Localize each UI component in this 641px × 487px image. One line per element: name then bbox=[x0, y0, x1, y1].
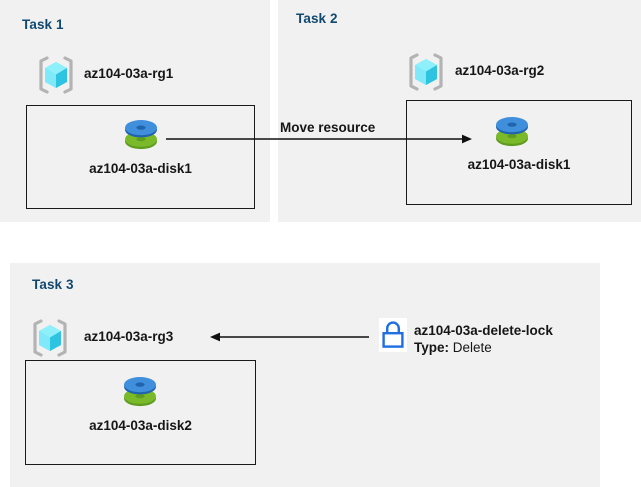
resource-group-icon bbox=[36, 55, 76, 95]
managed-disk-icon bbox=[490, 110, 534, 154]
move-resource-arrow-label: Move resource bbox=[280, 120, 376, 135]
panel-task-2 bbox=[278, 0, 641, 222]
resource-label: az104-03a-disk2 bbox=[89, 418, 192, 433]
managed-disk-icon bbox=[118, 370, 162, 414]
resource-group-boundary-task-1 bbox=[26, 105, 255, 209]
delete-lock-info: az104-03a-delete-lock Type: Delete bbox=[414, 322, 624, 356]
panel-title-task-2: Task 2 bbox=[296, 11, 338, 26]
delete-lock-name: az104-03a-delete-lock bbox=[414, 323, 553, 338]
move-resource-arrow bbox=[166, 134, 472, 144]
delete-lock-type-row: Type: Delete bbox=[414, 339, 624, 356]
resource-group-label: az104-03a-rg2 bbox=[455, 63, 545, 78]
delete-lock-type-key: Type: bbox=[414, 340, 450, 355]
delete-lock-arrow bbox=[210, 332, 369, 342]
resource-group-boundary-task-3 bbox=[25, 360, 256, 465]
resource-group-icon bbox=[406, 52, 446, 92]
panel-title-task-3: Task 3 bbox=[32, 277, 74, 292]
resource-group-label: az104-03a-rg1 bbox=[84, 66, 174, 81]
resource-group-boundary-task-2 bbox=[406, 100, 632, 205]
resource-group-label: az104-03a-rg3 bbox=[84, 329, 174, 344]
delete-lock-type-value: Delete bbox=[452, 340, 492, 355]
managed-disk-icon bbox=[119, 113, 163, 157]
resource-label: az104-03a-disk1 bbox=[89, 161, 192, 176]
resource-group-icon bbox=[30, 318, 70, 358]
lock-icon bbox=[379, 318, 407, 352]
panel-task-3 bbox=[10, 263, 600, 487]
panel-title-task-1: Task 1 bbox=[22, 17, 64, 32]
resource-label: az104-03a-disk1 bbox=[467, 157, 571, 172]
panel-task-1 bbox=[0, 0, 270, 222]
